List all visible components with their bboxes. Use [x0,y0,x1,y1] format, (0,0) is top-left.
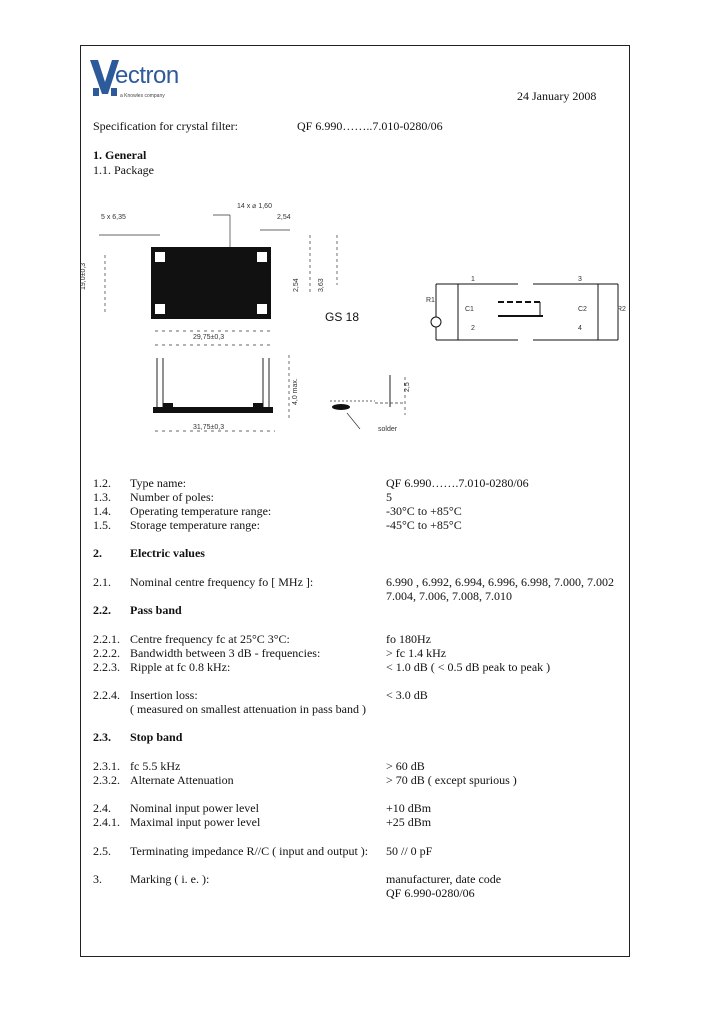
impedance-label: Terminating impedance R//C ( input and o… [130,844,369,858]
row-label: Type name: [130,476,187,490]
schematic-c1: C1 [465,306,474,313]
filter-schematic [430,283,619,341]
freq-value-1: 6.990 , 6.992, 6.994, 6.996, 6.998, 7.00… [386,575,614,589]
power-label: Nominal input power level [130,801,259,815]
pb-num: 2.2.1. [93,632,120,646]
loss-value: < 3.0 dB [386,688,428,702]
row-value: -30°C to +85°C [386,504,462,518]
row-value: -45°C to +85°C [386,518,462,532]
marking-label: Marking ( i. e. ): [130,872,210,886]
dim-pins: 14 x ⌀ 1,60 [237,203,272,210]
dim-width-top: 29,75±0,3 [193,334,225,341]
dim-max-height: 4,0 max. [292,378,299,405]
spec-label: Specification for crystal filter: [93,119,238,133]
marking-value-2: QF 6.990-0280/06 [386,886,475,900]
dim-254: 2,54 [293,278,300,292]
row-value: 5 [386,490,392,504]
row-label: Operating temperature range: [130,504,272,518]
electric-num: 2. [93,546,102,560]
marking-value-1: manufacturer, date code [386,872,502,886]
power-num: 2.4. [93,801,111,815]
solder-label: solder [378,426,398,433]
row-num: 1.5. [93,518,111,532]
pb-label: Centre frequency fc at 25°C 3°C: [130,632,290,646]
package-side-view [153,344,406,432]
package-top-view [99,214,338,332]
package-name: GS 18 [325,310,360,324]
schematic-pin3: 3 [578,276,582,283]
package-drawing [99,214,406,432]
sb-value: > 70 dB ( except spurious ) [386,773,517,787]
vectron-logo: ectron a Knowles company [90,58,205,100]
row-value: QF 6.990…….7.010-0280/06 [386,476,529,490]
pb-value: > fc 1.4 kHz [386,646,447,660]
sb-label: Alternate Attenuation [130,773,234,787]
loss-note: ( measured on smallest attenuation in pa… [130,702,366,716]
passband-heading: Pass band [130,603,182,617]
document-date: 24 January 2008 [517,89,597,103]
stopband-heading: Stop band [130,730,183,744]
sb-num: 2.3.2. [93,773,120,787]
row-num: 1.3. [93,490,111,504]
pb-label: Ripple at fc 0.8 kHz: [130,660,231,674]
spec-part: QF 6.990……..7.010-0280/06 [297,119,443,133]
page-frame [80,45,630,957]
sb-value: > 60 dB [386,759,425,773]
schematic-pin1: 1 [471,276,475,283]
freq-value-2: 7.004, 7.006, 7.008, 7.010 [386,589,512,603]
logo-tagline: a Knowles company [120,93,165,99]
freq-label: Nominal centre frequency fo [ MHz ]: [130,575,314,589]
pb-value: < 1.0 dB ( < 0.5 dB peak to peak ) [386,660,551,674]
dim-pin-length: 2,5 [404,382,411,392]
dim-height: 19,0±0,3 [80,262,87,290]
schematic-r2: R2 [617,306,626,313]
general-heading: 1. General [93,148,147,162]
loss-label: Insertion loss: [130,688,198,702]
passband-num: 2.2. [93,603,111,617]
pb-label: Bandwidth between 3 dB - frequencies: [130,646,321,660]
power-label: Maximal input power level [130,815,261,829]
sb-num: 2.3.1. [93,759,120,773]
schematic-r1: R1 [426,297,435,304]
impedance-num: 2.5. [93,844,111,858]
package-heading: 1.1. Package [93,163,154,177]
pb-value: fo 180Hz [386,632,431,646]
stopband-num: 2.3. [93,730,111,744]
impedance-value: 50 // 0 pF [386,844,433,858]
dim-pitch: 5 x 6,35 [101,214,126,221]
row-num: 1.4. [93,504,111,518]
dim-363: 3,63 [318,278,325,292]
pb-num: 2.2.3. [93,660,120,674]
power-value: +25 dBm [386,815,432,829]
electric-heading: Electric values [130,546,205,560]
row-label: Storage temperature range: [130,518,260,532]
schematic-pin4: 4 [578,325,582,332]
marking-num: 3. [93,872,102,886]
logo-v-icon [90,60,119,96]
schematic-c2: C2 [578,306,587,313]
power-num: 2.4.1. [93,815,120,829]
logo-wordmark: ectron [115,62,179,89]
freq-num: 2.1. [93,575,111,589]
row-label: Number of poles: [130,490,214,504]
sb-label: fc 5.5 kHz [130,759,181,773]
pb-num: 2.2.2. [93,646,120,660]
power-value: +10 dBm [386,801,432,815]
dim-width-bottom: 31,75±0,3 [193,424,225,431]
schematic-pin2: 2 [471,325,475,332]
row-num: 1.2. [93,476,111,490]
loss-num: 2.2.4. [93,688,120,702]
dim-pin-spacing: 2,54 [277,214,291,221]
